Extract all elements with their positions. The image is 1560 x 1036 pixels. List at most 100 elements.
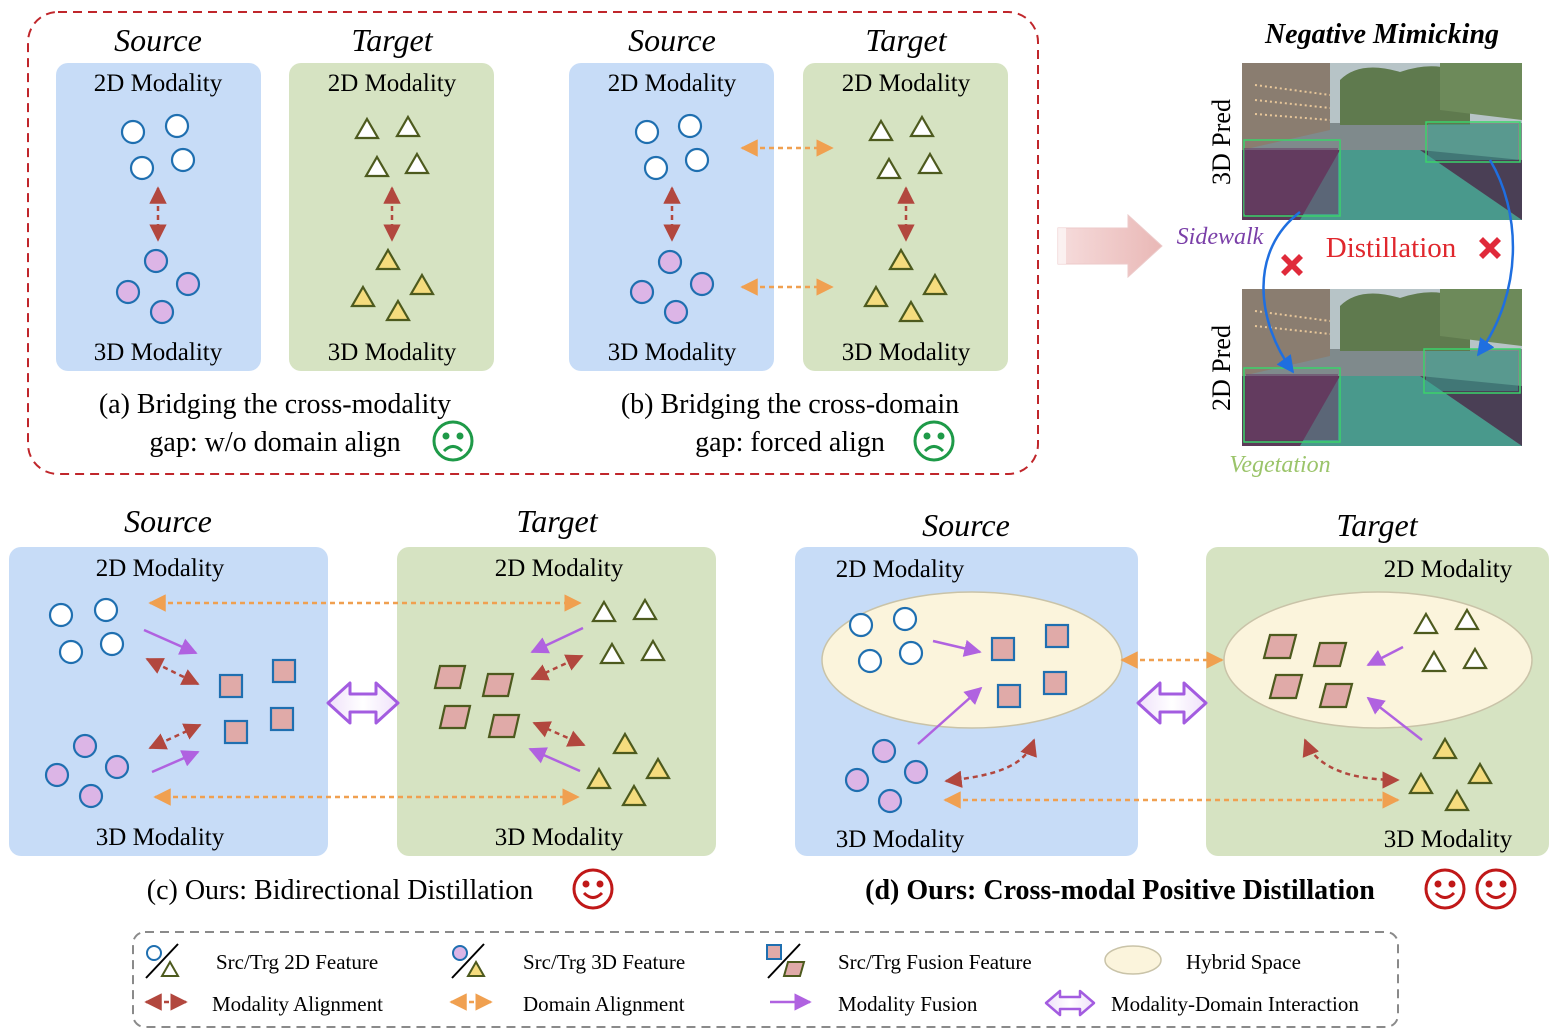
d-trg-fusion-arrow-3d [1366, 696, 1423, 741]
distill-arrow-left [1262, 211, 1301, 374]
happy-face-icon [1475, 868, 1517, 910]
d-trg-fusion-arrow-2d [1366, 645, 1404, 667]
b-src-3d-features [629, 249, 715, 325]
negative-mimicking-title: Negative Mimicking [1264, 19, 1499, 50]
legend-fusion-feature-icon [766, 943, 806, 979]
sad-face-icon [913, 420, 955, 462]
red-cross-icon [1281, 254, 1303, 276]
d-target-heading: Target [1336, 507, 1418, 543]
pred-3d-label: 3D Pred [1207, 99, 1236, 185]
c-trg-fusion-features [433, 664, 521, 739]
b-source-3d-label: 3D Modality [608, 339, 737, 366]
a-src-2d-features [120, 113, 196, 181]
c-source-panel [9, 547, 328, 856]
a-trg-2d-features [354, 114, 430, 178]
b-trg-2d-features [868, 114, 943, 180]
a-trg-3d-features [350, 247, 435, 322]
a-target-heading: Target [351, 22, 433, 58]
c-src-3d-features [44, 733, 130, 809]
b-target-2d-label: 2D Modality [842, 70, 971, 97]
b-caption-line1: (b) Bridging the cross-domain [621, 389, 959, 420]
c-source-3d-label: 3D Modality [96, 824, 225, 851]
b-trg-3d-features [863, 247, 948, 323]
c-trg-2d-features [591, 597, 666, 665]
legend-modality-fusion-label: Modality Fusion [838, 992, 978, 1016]
c-source-2d-label: 2D Modality [96, 555, 225, 582]
c-trg-3d-features [586, 731, 671, 807]
legend-fusion-feature-label: Src/Trg Fusion Feature [838, 950, 1032, 974]
b-src-2d-features [634, 113, 710, 181]
c-trg-modality-alignment-3d [532, 721, 586, 747]
red-cross-icon [1479, 237, 1501, 259]
d-caption: (d) Ours: Cross-modal Positive Distillat… [865, 875, 1375, 906]
legend-domain-alignment-label: Domain Alignment [523, 992, 685, 1016]
d-trg-modality-alignment [1302, 738, 1400, 789]
d-source-heading: Source [922, 507, 1010, 543]
vegetation-label: Vegetation [1229, 452, 1330, 478]
c-trg-modality-alignment-2d [530, 654, 584, 681]
pred-2d-label: 2D Pred [1207, 325, 1236, 411]
legend-2d-feature-icon [145, 943, 180, 979]
b-source-heading: Source [628, 22, 716, 58]
dashed-frame-ab [27, 11, 1039, 475]
legend-modality-domain-interaction-label: Modality-Domain Interaction [1111, 992, 1359, 1016]
a-target-3d-label: 3D Modality [328, 339, 457, 366]
d-trg-2d-features [1413, 607, 1488, 673]
c-target-2d-label: 2D Modality [495, 555, 624, 582]
b-caption-line2: gap: forced align [695, 427, 885, 458]
c-src-fusion-arrow-2d [143, 628, 198, 655]
b-target-3d-label: 3D Modality [842, 339, 971, 366]
legend-2d-feature-label: Src/Trg 2D Feature [216, 950, 378, 974]
c-caption: (c) Ours: Bidirectional Distillation [147, 875, 533, 906]
d-target-2d-label: 2D Modality [1384, 556, 1513, 583]
distill-arrow-right [1476, 159, 1515, 357]
happy-face-icon [572, 868, 614, 910]
a-src-3d-features [115, 248, 201, 325]
double-arrow-icon [326, 681, 400, 725]
sidewalk-label: Sidewalk [1177, 224, 1264, 250]
c-source-heading: Source [124, 503, 212, 539]
d-src-fusion-arrow-3d [917, 686, 983, 745]
double-arrow-icon [1136, 681, 1208, 725]
block-arrow-icon [1057, 213, 1163, 279]
a-source-3d-label: 3D Modality [94, 339, 223, 366]
c-src-modality-alignment-2d [145, 657, 200, 686]
c-src-2d-features [48, 597, 125, 665]
d-src-modality-alignment [944, 738, 1037, 788]
c-trg-fusion-arrow-2d [530, 626, 584, 654]
pred-2d-image [1242, 289, 1522, 446]
legend-3d-feature-icon [451, 943, 486, 979]
legend-double-arrow-icon [1044, 989, 1096, 1017]
d-src-3d-features [844, 738, 929, 814]
pred-3d-image [1242, 63, 1522, 220]
d-source-3d-label: 3D Modality [836, 826, 965, 853]
d-src-fusion-features [990, 623, 1070, 709]
c-src-fusion-features [218, 658, 297, 745]
a-caption-line1: (a) Bridging the cross-modality [99, 389, 451, 420]
legend-hybrid-space-icon [1104, 945, 1162, 975]
d-src-2d-features [848, 606, 924, 674]
legend-modality-alignment-label: Modality Alignment [212, 992, 383, 1016]
distillation-label: Distillation [1326, 232, 1457, 264]
a-source-2d-label: 2D Modality [94, 70, 223, 97]
c-trg-fusion-arrow-3d [528, 747, 581, 773]
c-target-heading: Target [516, 503, 598, 539]
legend-box [132, 931, 1399, 1028]
d-trg-fusion-features [1262, 633, 1354, 709]
c-target-panel [397, 547, 716, 856]
c-src-fusion-arrow-3d [151, 750, 200, 774]
b-source-2d-label: 2D Modality [608, 70, 737, 97]
c-src-modality-alignment-3d [148, 723, 202, 750]
sad-face-icon [432, 420, 474, 462]
happy-face-icon [1424, 868, 1466, 910]
d-source-2d-label: 2D Modality [836, 556, 965, 583]
c-target-3d-label: 3D Modality [495, 824, 624, 851]
d-trg-3d-features [1408, 736, 1493, 812]
legend-3d-feature-label: Src/Trg 3D Feature [523, 950, 685, 974]
a-source-heading: Source [114, 22, 202, 58]
legend-hybrid-space-label: Hybrid Space [1186, 950, 1301, 974]
b-target-heading: Target [865, 22, 947, 58]
d-src-fusion-arrow-2d [932, 639, 982, 657]
d-target-3d-label: 3D Modality [1384, 826, 1513, 853]
